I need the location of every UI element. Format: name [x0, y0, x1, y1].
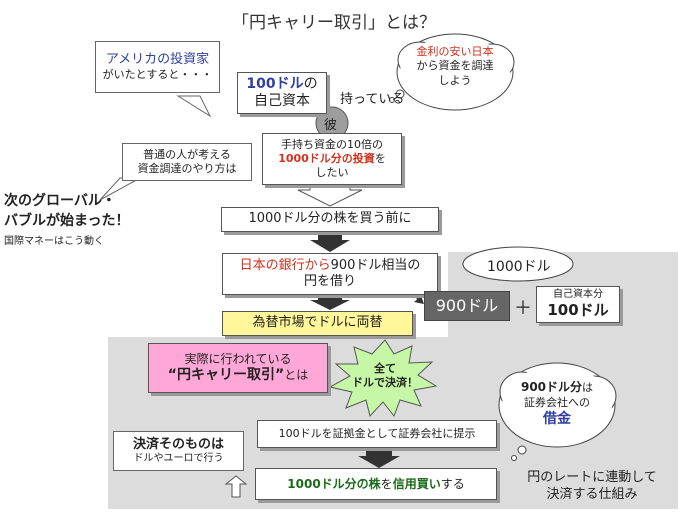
- investment-line2-tail: を: [374, 152, 386, 166]
- cloud-borrow-line2: から資金を調達: [416, 59, 494, 73]
- plus-sign: ＋: [514, 298, 532, 319]
- own-capital-line2: 100ドル: [547, 301, 609, 320]
- investment-line2-em: 1000ドル分の投資: [278, 152, 375, 166]
- page-title: 「円キャリー取引」とは？: [232, 13, 436, 33]
- label-900-box: 900ドル: [424, 291, 510, 321]
- actual-box: 実際に行われている “円キャリー取引”とは: [148, 343, 328, 393]
- rate-link-line2: 決済する仕組み: [546, 486, 638, 502]
- he-label: 彼: [324, 118, 338, 133]
- capital-line2: 自己資本: [254, 93, 310, 109]
- own-capital-line1: 自己資本分: [553, 288, 603, 300]
- label-1000: 1000ドル: [487, 259, 551, 275]
- side-heading-line1: 次のグローバル・: [4, 193, 116, 209]
- bank-loan-box: 日本の銀行から900ドル相当の 円を借り: [222, 253, 438, 295]
- side-heading-line2: バブルが始まった！: [4, 213, 130, 229]
- rate-link-line1: 円のレートに連動して: [527, 470, 657, 485]
- ordinary-line1: 普通の人が考える: [143, 148, 231, 162]
- deposit-box: 100ドルを証拠金として証券会社に提示: [257, 420, 497, 448]
- holding-label: 持っている: [340, 92, 405, 107]
- ordinary-callout: 普通の人が考える 資金調達のやり方は: [122, 143, 252, 181]
- oval-1000-shape: [462, 246, 574, 282]
- bank-loan-red: 日本の銀行から: [239, 257, 331, 273]
- margin-buy-part3: 信用買い: [392, 476, 441, 491]
- margin-buy-part4: する: [440, 476, 465, 491]
- starburst-shape: [328, 339, 438, 418]
- cloud-borrow: 金利の安い日本 から資金を調達 しよう: [402, 45, 508, 88]
- investor-line2: がいたとすると・・・: [102, 68, 213, 82]
- before-buy-box: 1000ドル分の株を買う前に: [221, 207, 439, 232]
- margin-buy-part1: 1000ドル分の株: [287, 476, 381, 491]
- arrow-down-1: [310, 232, 350, 252]
- own-capital-box: 自己資本分 100ドル: [536, 286, 620, 323]
- cloud-debt-line3: 借金: [543, 410, 571, 427]
- cloud-debt-line1-tail: は: [582, 381, 594, 394]
- exchange-box: 為替市場でドルに両替: [222, 311, 413, 336]
- arrow-outline-down: [297, 184, 363, 207]
- starburst-line2: ドルで決済！: [352, 376, 418, 390]
- settlement-box: 決済そのものは ドルやユーロで行う: [113, 431, 244, 471]
- side-heading-sub: 国際マネーはこう動く: [4, 236, 104, 247]
- starburst-text: 全て ドルで決済！: [342, 362, 428, 391]
- settlement-line2: ドルやユーロで行う: [133, 452, 224, 464]
- cloud-borrow-line3: しよう: [438, 73, 472, 87]
- cloud-debt: 900ドル分は 証券会社への 借金: [507, 380, 607, 428]
- actual-line2-tail: とは: [284, 367, 309, 382]
- settlement-line1: 決済そのものは: [132, 436, 224, 452]
- capital-suffix: の: [303, 75, 318, 92]
- actual-line1: 実際に行われている: [184, 351, 292, 366]
- margin-buy-box: 1000ドル分の株を信用買いする: [255, 468, 497, 500]
- cloud-borrow-shape: [389, 33, 515, 111]
- rate-link: 円のレートに連動して 決済する仕組み: [512, 470, 672, 504]
- cloud-debt-shape: [498, 362, 617, 461]
- investor-line1: アメリカの投資家: [105, 52, 210, 67]
- capital-box: 100ドルの 自己資本: [237, 72, 327, 114]
- starburst-line1: 全て: [374, 362, 396, 375]
- cloud-debt-line1: 900ドル分: [520, 380, 583, 394]
- return-arrow: [224, 475, 248, 498]
- arrow-down-3: [358, 450, 400, 468]
- investment-line3: したい: [315, 165, 349, 179]
- cloud-debt-line2: 証券会社への: [524, 395, 590, 409]
- bank-loan-line2: 円を借り: [303, 274, 356, 289]
- investor-callout: アメリカの投資家 がいたとすると・・・: [95, 41, 220, 93]
- ordinary-line2: 資金調達のやり方は: [137, 162, 237, 175]
- margin-buy-part2: を: [380, 476, 393, 491]
- investment-line1: 手持ち資金の10倍の: [281, 138, 383, 152]
- investment-box: 手持ち資金の10倍の 1000ドル分の投資を したい: [262, 133, 402, 185]
- arrow-down-2: [310, 294, 350, 310]
- side-heading: 次のグローバル・ バブルが始まった！ 国際マネーはこう動く: [4, 190, 154, 247]
- capital-amount: 100ドル: [246, 75, 304, 92]
- bank-loan-tail: 900ドル相当の: [330, 257, 421, 273]
- actual-line2: “円キャリー取引”: [167, 366, 285, 383]
- cloud-borrow-line1: 金利の安い日本: [416, 45, 494, 58]
- investor-callout-tail: [176, 95, 212, 118]
